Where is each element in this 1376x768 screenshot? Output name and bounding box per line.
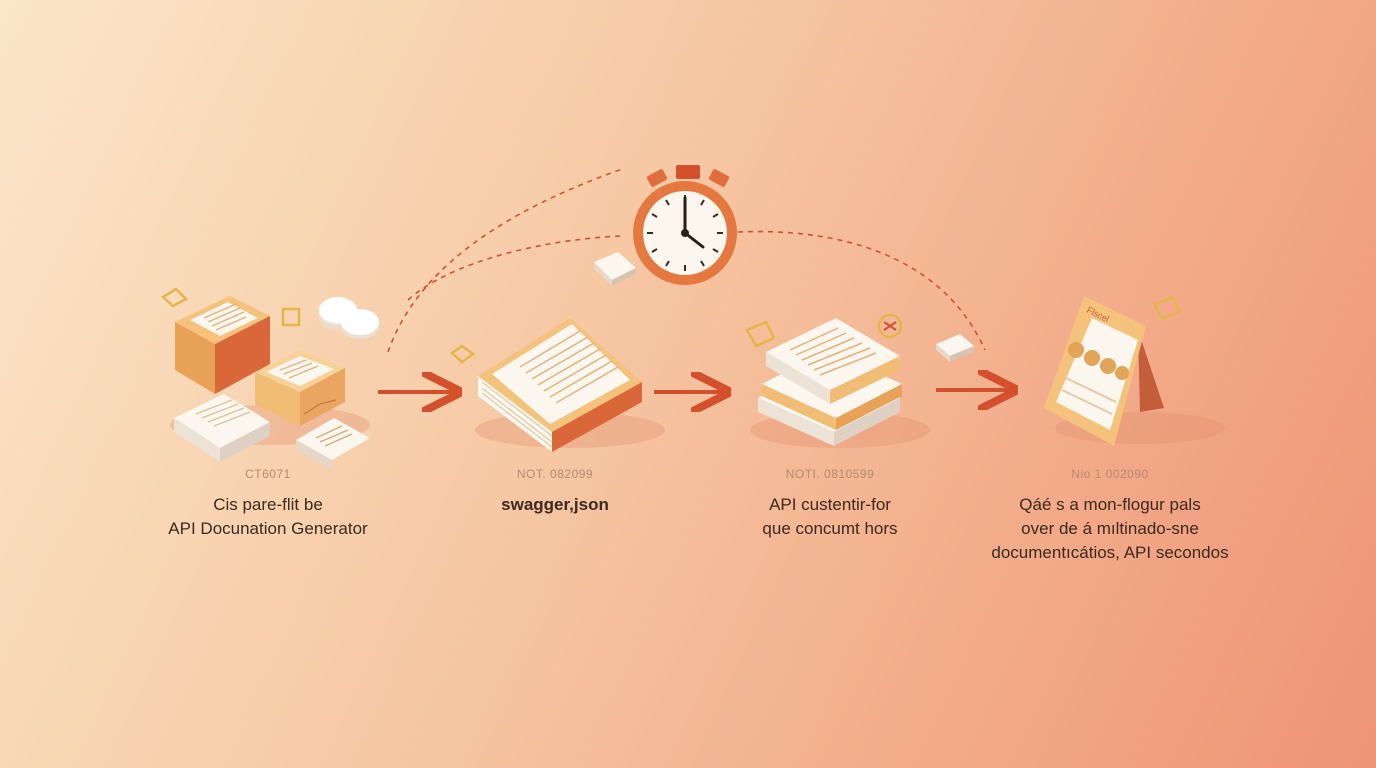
dashed-connector-right <box>737 230 986 351</box>
paper-stack-icon <box>745 313 930 448</box>
dashed-connector-left <box>387 167 626 353</box>
step-label: Cis pare-flit be <box>213 495 323 514</box>
step-4-caption: Nio 1 002090 Qáé s a mon-flogur pals ove… <box>960 467 1260 565</box>
step-label: Qáé s a mon-flogur pals <box>1019 495 1201 514</box>
step-code: NOT. 082099 <box>516 467 594 481</box>
step-1-caption: CT6071 Cis pare-flit be API Docunation G… <box>148 467 388 541</box>
step-label: API custentir-for <box>769 495 891 514</box>
signboard-icon <box>1044 295 1225 446</box>
step-label: API Docunation Generator <box>168 519 368 538</box>
book-icon <box>449 318 665 452</box>
small-block-icon <box>594 252 636 286</box>
step-label: documentıcátios, API secondos <box>991 543 1229 562</box>
small-block-icon <box>936 334 974 362</box>
stopwatch-icon <box>633 165 737 285</box>
step-3-caption: NOTI. 0810599 API custentir-for que conc… <box>715 467 945 541</box>
step-2-caption: NOT. 082099 swagger,json <box>440 467 670 517</box>
step-label: over de á mıltinado-sne <box>1021 519 1199 538</box>
step-code: Nio 1 002090 <box>1071 467 1149 481</box>
document-stack-icon <box>160 287 379 470</box>
step-code: CT6071 <box>245 467 291 481</box>
step-label: que concumt hors <box>762 519 898 538</box>
step-label: swagger,json <box>501 495 609 514</box>
step-code: NOTI. 0810599 <box>785 467 875 481</box>
